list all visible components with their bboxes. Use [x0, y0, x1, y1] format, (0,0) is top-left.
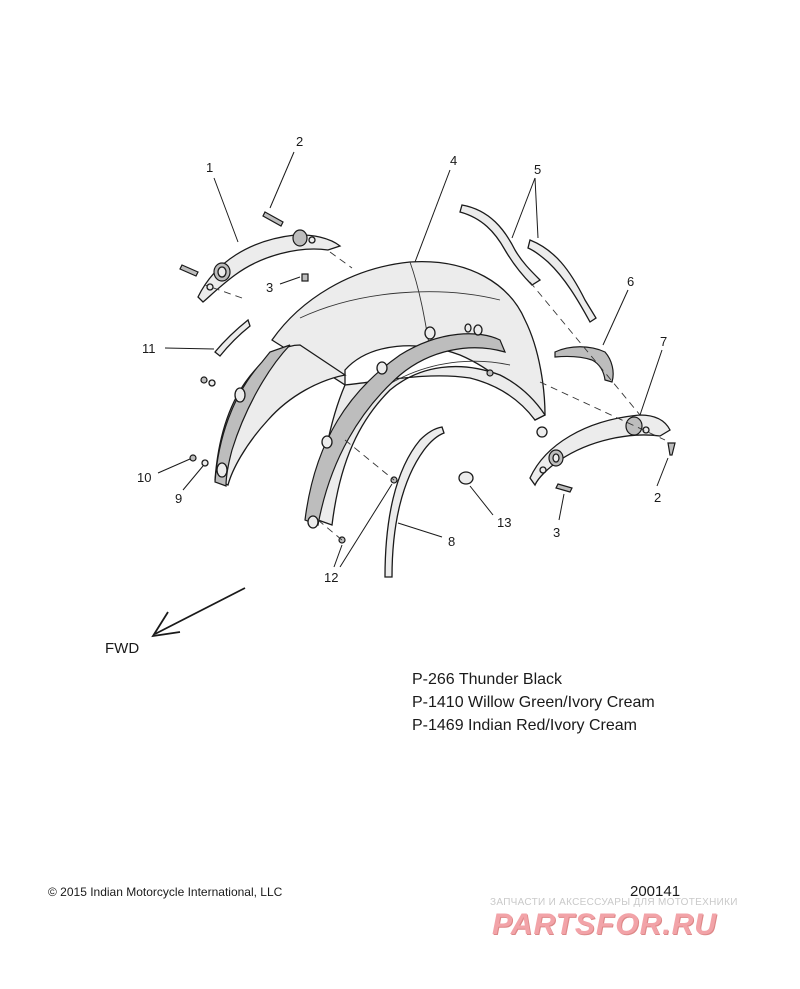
color-option: P-1410 Willow Green/Ivory Cream	[412, 694, 655, 711]
figure-number: 200141	[630, 883, 681, 900]
plug-part-13	[458, 426, 548, 485]
forward-direction-label: FWD	[105, 640, 140, 657]
callout-labels: 1 2 3 4 5 6 7 8 9 10 11 12 13 2 3	[137, 134, 667, 585]
trim-part-6	[554, 346, 614, 383]
callout-12: 12	[324, 570, 338, 585]
callout-13: 13	[497, 515, 511, 530]
callout-11: 11	[142, 341, 156, 356]
callout-5: 5	[534, 162, 541, 177]
fasteners	[179, 211, 676, 544]
assembly-lines	[204, 251, 666, 541]
callout-4: 4	[450, 153, 457, 168]
trim-strip-part-5	[459, 204, 597, 323]
fender-side-panel	[214, 344, 347, 487]
copyright-notice: © 2015 Indian Motorcycle International, …	[48, 885, 283, 899]
callout-2-right: 2	[654, 490, 661, 505]
callout-3-left: 3	[266, 280, 273, 295]
callout-6: 6	[627, 274, 634, 289]
callout-1: 1	[206, 160, 213, 175]
callout-8: 8	[448, 534, 455, 549]
watermark-logo: PARTSFOR.RU	[492, 908, 717, 941]
trim-part-7	[529, 414, 671, 487]
callout-2-left: 2	[296, 134, 303, 149]
color-option: P-1469 Indian Red/Ivory Cream	[412, 717, 637, 734]
callout-9: 9	[175, 491, 182, 506]
callout-7: 7	[660, 334, 667, 349]
leader-lines	[157, 151, 669, 568]
callout-10: 10	[137, 470, 151, 485]
trim-part-1	[197, 229, 342, 303]
color-option: P-266 Thunder Black	[412, 671, 563, 688]
color-options-legend: P-266 Thunder Black P-1410 Willow Green/…	[412, 668, 655, 737]
forward-arrow	[151, 587, 246, 638]
edge-strip-part-8	[384, 426, 445, 578]
fender-part-4	[271, 260, 546, 529]
trim-part-11	[214, 318, 251, 357]
callout-3-right: 3	[553, 525, 560, 540]
watermark-tagline: ЗАПЧАСТИ И АКСЕССУАРЫ ДЛЯ МОТОТЕХНИКИ	[490, 897, 738, 908]
